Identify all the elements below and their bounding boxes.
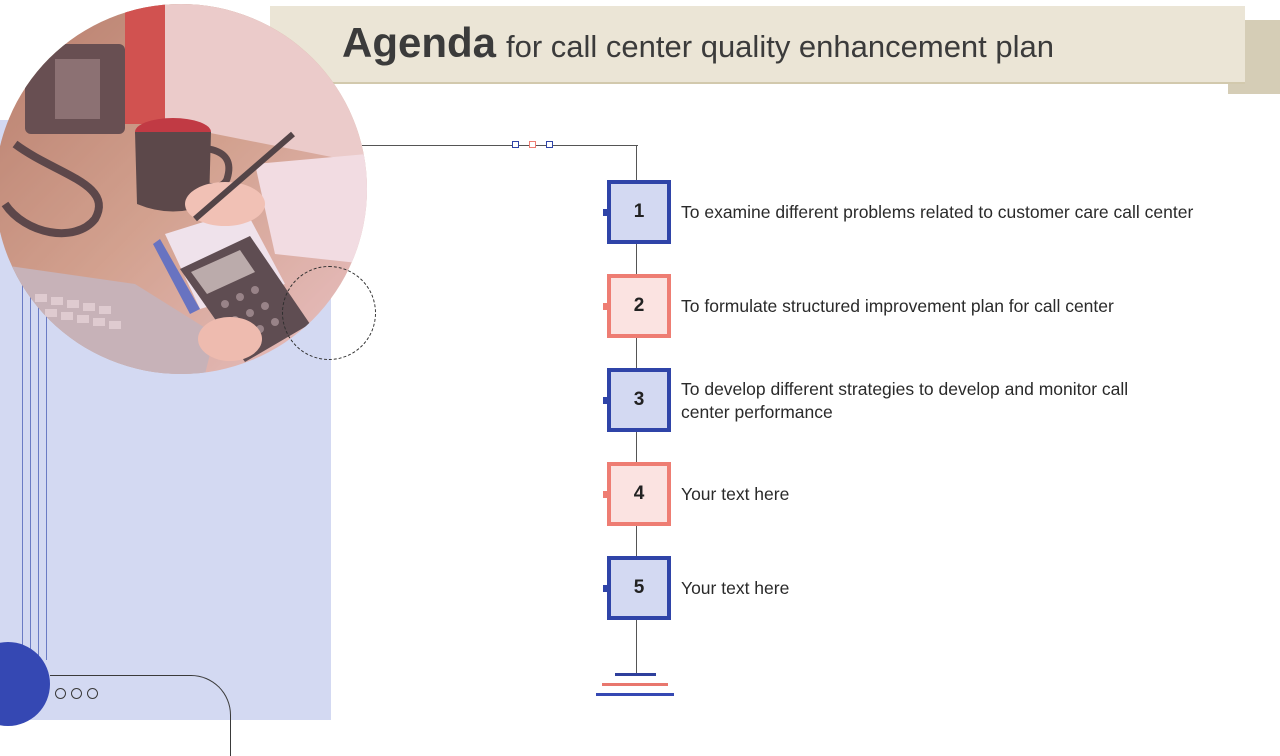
- step-number-box: 4: [607, 462, 671, 526]
- connector-square: [512, 141, 519, 148]
- decor-line: [22, 270, 23, 660]
- step-text: To examine different problems related to…: [681, 202, 1194, 222]
- decor-dot: [71, 688, 82, 699]
- timeline-base: [615, 673, 656, 676]
- decor-dot: [87, 688, 98, 699]
- title-rest: for call center quality enhancement plan: [506, 29, 1055, 64]
- step-tick: [603, 303, 611, 310]
- decor-line: [38, 270, 39, 660]
- title-bold: Agenda: [342, 19, 497, 66]
- step-number-box: 2: [607, 274, 671, 338]
- title-banner: [270, 6, 1245, 84]
- step-number-box: 3: [607, 368, 671, 432]
- decor-line: [30, 270, 31, 660]
- step-tick: [603, 209, 611, 216]
- step-tick: [603, 585, 611, 592]
- connector-square: [546, 141, 553, 148]
- decor-line: [46, 270, 47, 660]
- step-text: To formulate structured improvement plan…: [681, 296, 1114, 316]
- timeline-base: [596, 693, 674, 696]
- step-number-box: 5: [607, 556, 671, 620]
- page-title: Agenda for call center quality enhancemen…: [342, 18, 1054, 68]
- step-text: Your text here: [681, 484, 790, 504]
- step-text: Your text here: [681, 578, 790, 598]
- step-tick: [603, 491, 611, 498]
- decor-curve: [50, 675, 231, 756]
- timeline-base: [602, 683, 668, 686]
- step-number-box: 1: [607, 180, 671, 244]
- connector-line: [362, 145, 638, 146]
- step-tick: [603, 397, 611, 404]
- dashed-circle: [282, 266, 376, 360]
- connector-square: [529, 141, 536, 148]
- step-text: To develop different strategies to devel…: [681, 379, 1129, 422]
- office-desk-photo: [0, 4, 367, 374]
- decor-dot: [55, 688, 66, 699]
